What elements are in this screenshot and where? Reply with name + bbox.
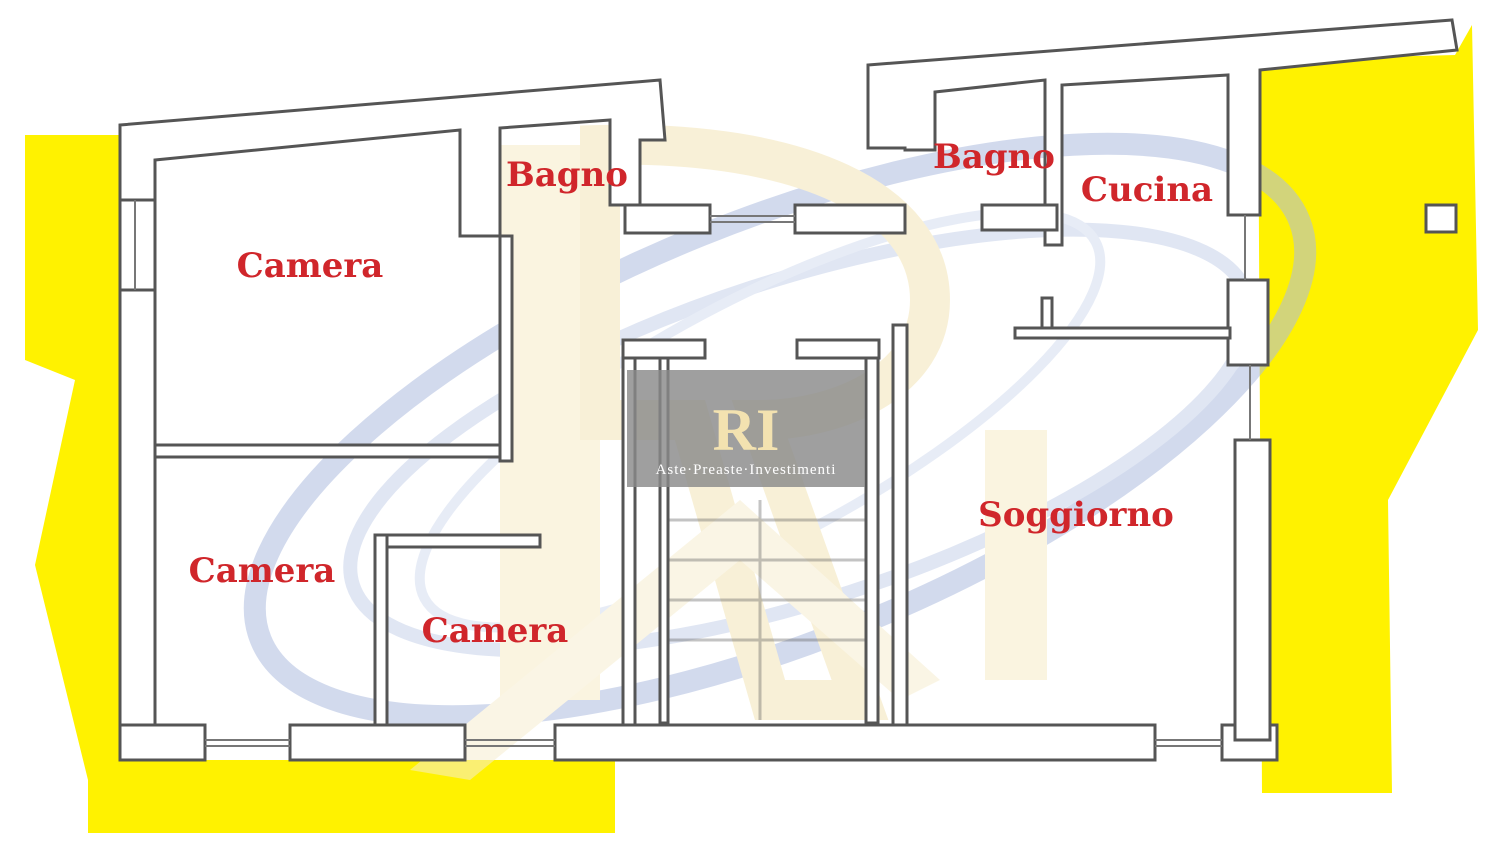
cucina-divider xyxy=(1013,326,1232,340)
bagno-left-stub-1 xyxy=(623,203,712,235)
room-labels: Camera Bagno Bagno Cucina Camera Camera … xyxy=(189,137,1213,651)
stair-top-left-stub xyxy=(621,338,707,360)
camera-bottom-top-wall xyxy=(373,533,542,549)
watermark-logo: RI Aste·Preaste·Investimenti xyxy=(627,370,865,487)
corridor-wall-left xyxy=(498,234,514,463)
room-label-camera-top-left: Camera xyxy=(237,246,384,286)
room-label-camera-mid-left: Camera xyxy=(189,551,336,591)
right-wall-lower xyxy=(1233,438,1272,742)
outer-wall-right-block xyxy=(866,18,1459,247)
room-label-soggiorno: Soggiorno xyxy=(978,495,1174,535)
room-label-bagno-left: Bagno xyxy=(506,155,628,195)
left-wall xyxy=(118,288,157,762)
room-label-cucina: Cucina xyxy=(1081,170,1213,210)
windows xyxy=(134,200,1251,747)
walls xyxy=(118,18,1459,762)
right-exterior-area xyxy=(1258,25,1478,793)
watermark-monogram: RI xyxy=(713,397,780,463)
watermark-logo-box xyxy=(627,370,865,487)
watermark-brand-text: Aste·Preaste·Investimenti xyxy=(656,462,837,478)
bottom-wall-b xyxy=(288,723,467,762)
staircase xyxy=(668,500,866,720)
bottom-wall-a xyxy=(118,723,207,762)
room-label-camera-bottom: Camera xyxy=(422,611,569,651)
bagno-left-stub-2 xyxy=(793,203,907,235)
cucina-stub xyxy=(1040,296,1054,330)
stair-top-right-stub xyxy=(795,338,881,360)
chimney-box xyxy=(1424,203,1458,234)
soggiorno-left-wall xyxy=(891,323,909,727)
right-wall-column xyxy=(1226,278,1270,367)
stair-box-left xyxy=(658,356,670,725)
camera-divider-horizontal xyxy=(153,443,512,459)
bottom-wall-c xyxy=(553,723,1157,762)
stair-box-right xyxy=(864,356,880,725)
camera-bottom-left-wall xyxy=(373,533,389,727)
left-exterior-area xyxy=(25,135,615,833)
room-label-bagno-right: Bagno xyxy=(933,137,1055,177)
bagno-right-stub xyxy=(980,203,1059,232)
outer-wall-left-block xyxy=(118,78,667,238)
exterior-highlight-areas xyxy=(25,25,1478,833)
left-wall-upper xyxy=(118,198,157,292)
